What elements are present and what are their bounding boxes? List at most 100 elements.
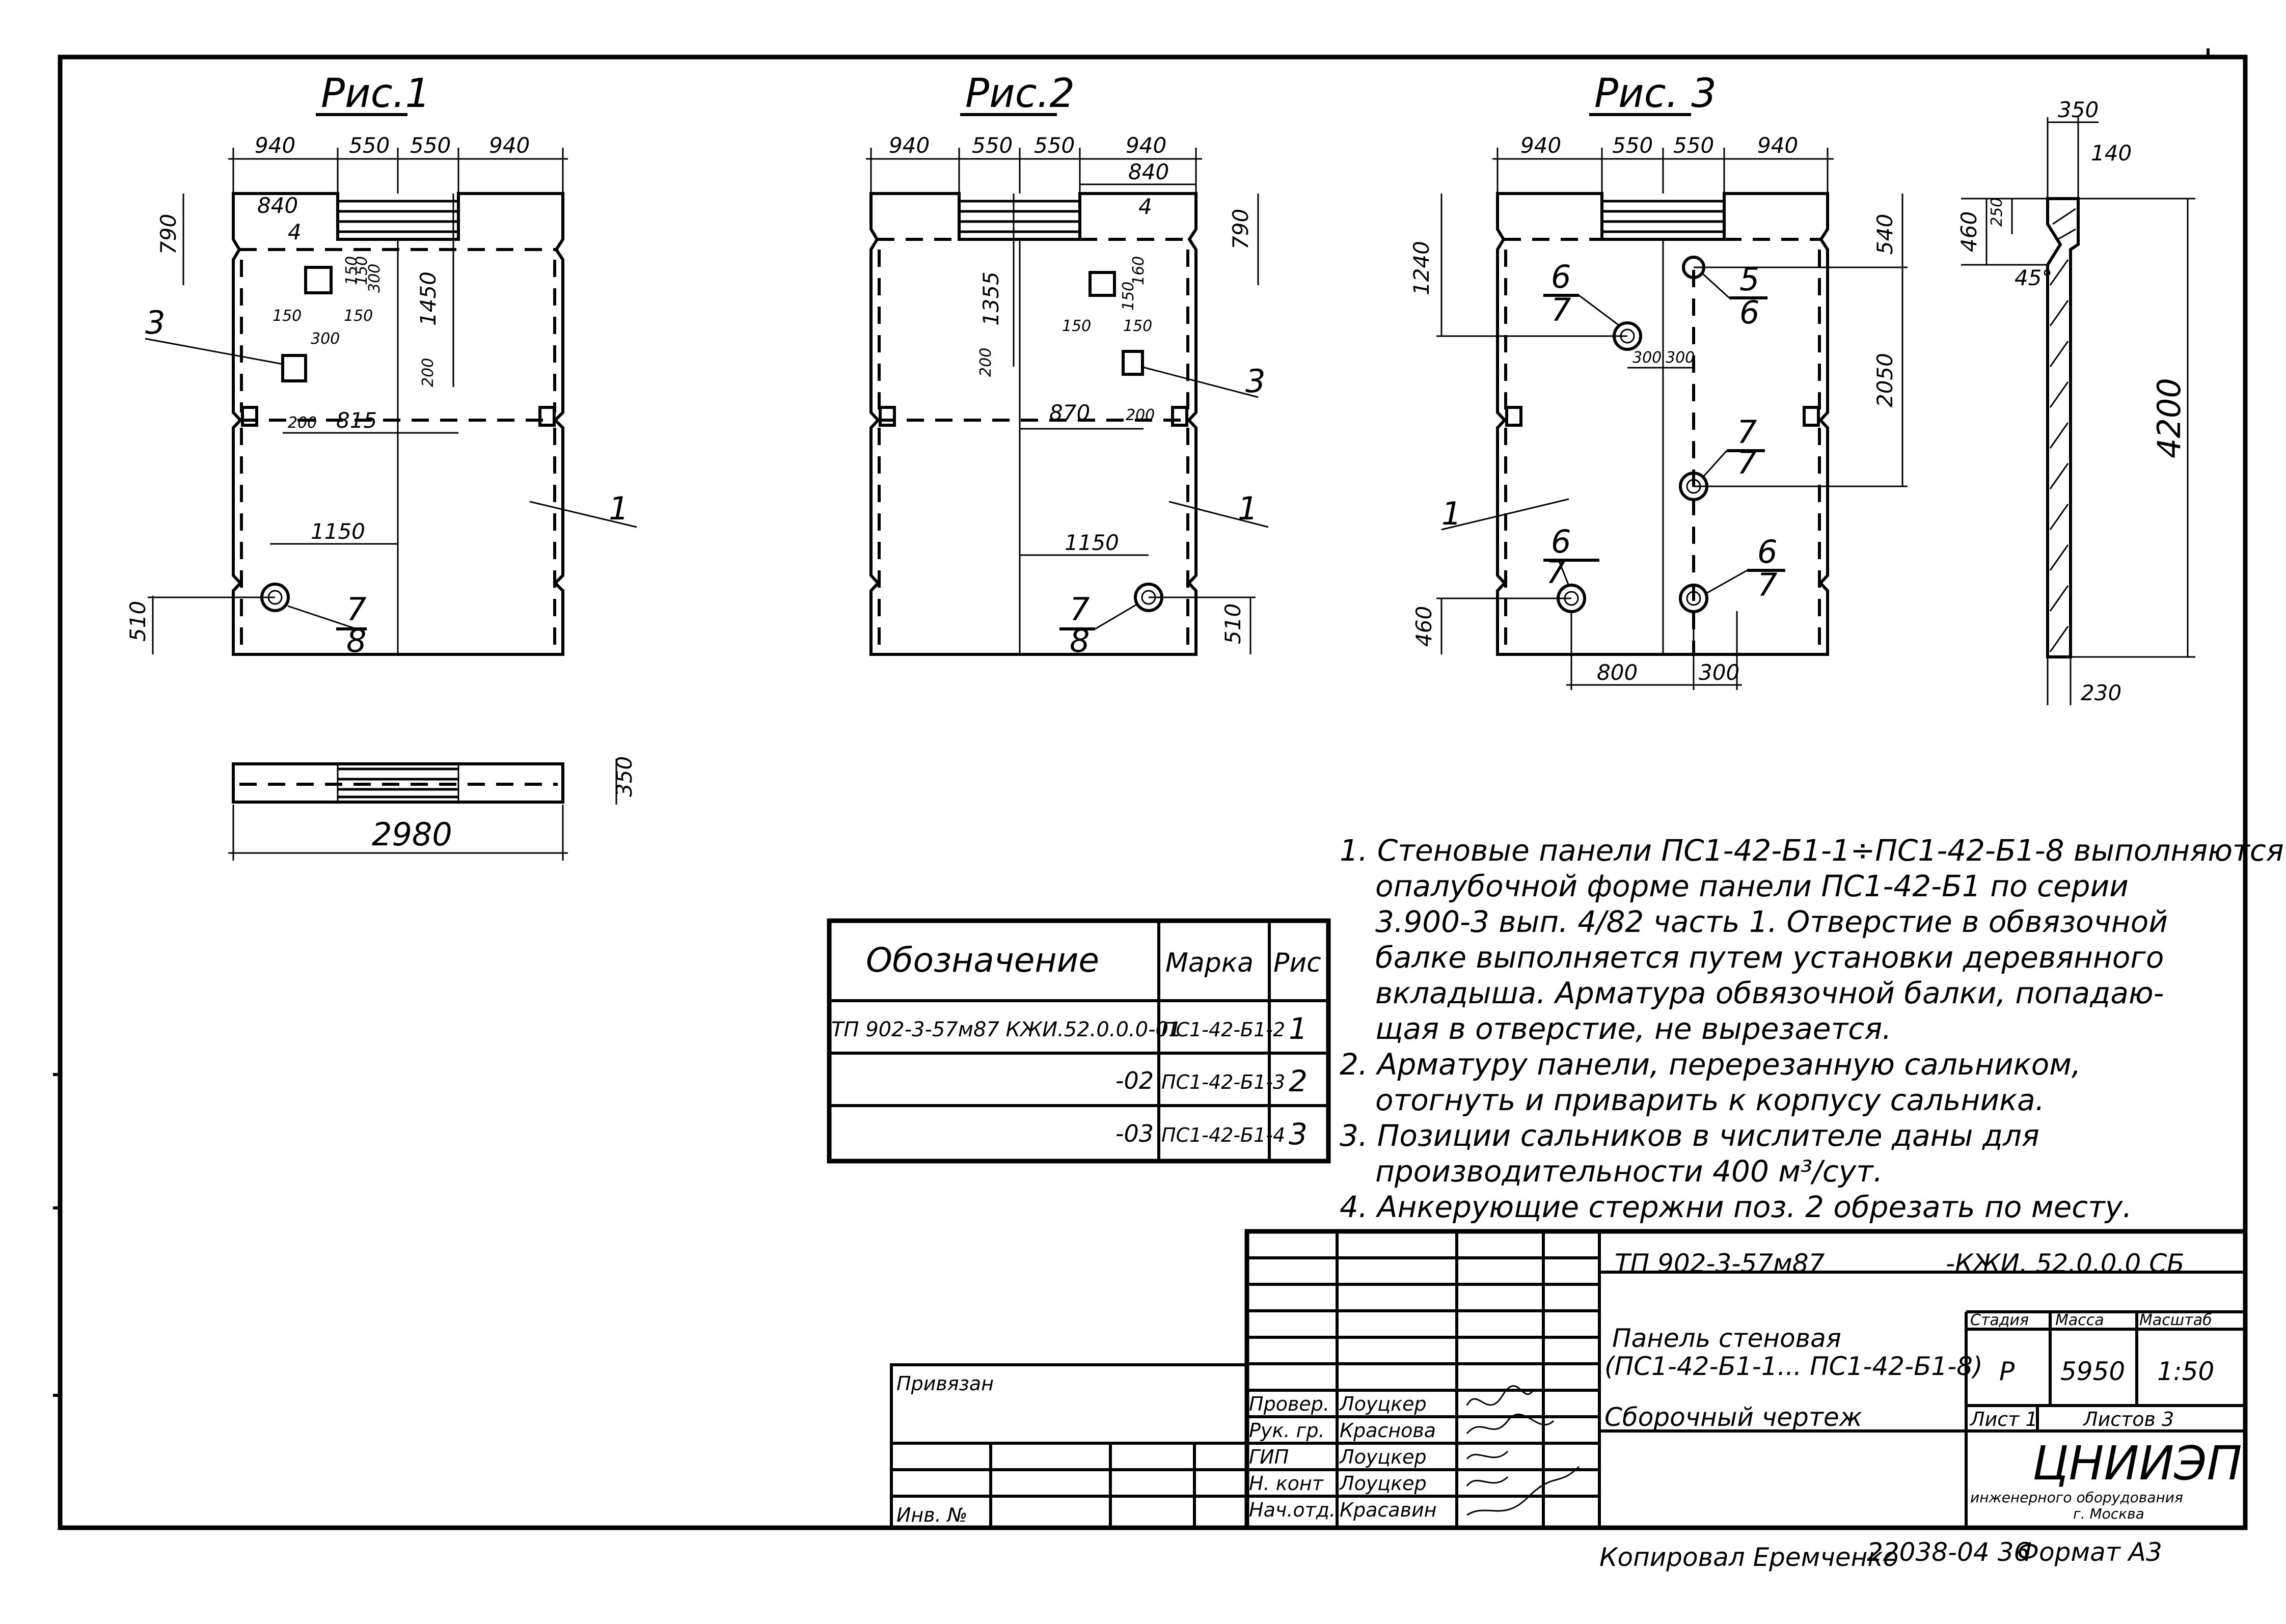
section-outline (2046, 197, 2080, 658)
tb-stage-label: Стадия (1970, 1311, 2029, 1329)
note-line-6: щая в отверстие, не вырезается. (1375, 1011, 1892, 1046)
tb-org-line2: инженерного оборудования (1970, 1489, 2183, 1506)
fig1-plan-width: 2980 (372, 816, 452, 853)
fig3-callout-1-num: 6 (1551, 258, 1571, 295)
sheet-frame (58, 54, 2248, 1530)
note-line-7: 2. Арматуру панели, перерезанную сальник… (1340, 1047, 2081, 1082)
fig2-top-dim-2: 550 (972, 133, 1013, 158)
fig1-plan-view (232, 762, 564, 804)
fig3-dim-300a: 300 (1632, 349, 1662, 367)
section-dim-250: 250 (1988, 198, 2006, 227)
fig2-dim-4: 4 (1138, 194, 1152, 219)
sig-name-4: Лоуцкер (1339, 1472, 1427, 1495)
fig3-dim-300b: 300 (1666, 349, 1695, 367)
fig2-top-dim-3: 550 (1034, 133, 1075, 158)
note-line-5: вкладыша. Арматура обвязочной балки, поп… (1375, 976, 2164, 1010)
fig1-top-dim-1: 940 (255, 133, 295, 158)
inv-label: Инв. № (896, 1504, 967, 1526)
tb-org-name: ЦНИИЭП (2032, 1436, 2242, 1491)
title-block: Привязан Инв. № Провер. Лоуцкер Рук. гр.… (890, 1229, 2248, 1530)
fig2-pos-3: 3 (1245, 363, 1265, 400)
fig2-top-dim-4: 940 (1126, 133, 1166, 158)
note-line-3: 3.900-3 вып. 4/82 часть 1. Отверстие в о… (1375, 904, 2168, 939)
fig3-dim-460: 460 (1411, 606, 1436, 647)
fig1-pos-3: 3 (145, 304, 165, 341)
fig3-callout-3-num: 7 (1737, 414, 1757, 451)
note-line-8: отогнуть и приварить к корпусу сальника. (1375, 1083, 2045, 1117)
privyazan-label: Привязан (896, 1372, 994, 1395)
fig3-dim-2050: 2050 (1872, 353, 1897, 407)
tb-stage: Р (1999, 1357, 2015, 1386)
sig-role-3: ГИП (1249, 1446, 1289, 1468)
fig3-callout-4-den: 7 (1546, 554, 1566, 591)
fig2-dim-790: 790 (1228, 209, 1253, 250)
fig1-dim-200a: 200 (419, 358, 437, 387)
fig1-plan-height: 350 (612, 756, 637, 797)
footer-format: Формат А3 (2017, 1537, 2162, 1567)
spec-row-2-designation: -02 (1115, 1067, 1154, 1094)
fig1-dim-150a: 150 (273, 307, 302, 325)
spec-header-fig: Рис (1273, 948, 1321, 978)
tb-drawing-type: Сборочный чертеж (1604, 1402, 1862, 1432)
fig3-dim-300c: 300 (1699, 660, 1739, 685)
tb-doc-code: ТП 902-3-57м87 (1615, 1249, 1825, 1278)
fig2-dim-870: 870 (1049, 400, 1090, 425)
section-dim-4200: 4200 (2151, 378, 2188, 458)
spec-row-2-mark: ПС1-42-Б1-3 (1161, 1071, 1285, 1093)
fig1-dim-1150: 1150 (311, 519, 365, 544)
fig3-top-dim-1: 940 (1520, 133, 1561, 158)
tb-mass-label: Масса (2055, 1311, 2104, 1329)
fig2-callout-num: 7 (1070, 591, 1090, 628)
footer-order-no: 22038-04 36 (1867, 1537, 2030, 1567)
figure-1: Рис.1 940 550 550 940 840 (125, 71, 637, 861)
spec-row-1-mark: ПС1-42-Б1-2 (1161, 1019, 1285, 1041)
fig2-dim-150b: 150 (1123, 317, 1152, 335)
fig1-callout-den: 8 (346, 622, 366, 659)
fig2-dim-150a: 150 (1062, 317, 1091, 335)
section-dim-460: 460 (1956, 211, 1981, 252)
fig3-callout-1-den: 7 (1551, 291, 1571, 328)
note-line-4: балке выполняется путем установки деревя… (1375, 940, 2164, 975)
section-view: 350 140 460 250 45° 4200 230 (1956, 97, 2195, 705)
spec-row-1-designation: ТП 902-3-57м87 КЖИ.52.0.0.0-01 (831, 1018, 1181, 1041)
fig1-dim-150d: 150 (353, 256, 371, 285)
fig2-dim-840: 840 (1128, 159, 1169, 184)
fig3-callout-5-den: 7 (1757, 566, 1777, 603)
sig-name-1: Лоуцкер (1339, 1393, 1427, 1415)
spec-row-2-fig: 2 (1289, 1064, 1308, 1098)
fig1-dim-840: 840 (257, 193, 298, 218)
fig2-dim-1355: 1355 (978, 271, 1003, 326)
fig1-top-dim-3: 550 (410, 133, 451, 158)
fig1-dim-150c: 150 (343, 256, 361, 285)
tb-scale-label: Масштаб (2139, 1311, 2212, 1329)
tb-mass: 5950 (2060, 1357, 2125, 1386)
fig1-dim-300a: 300 (311, 330, 340, 348)
notes-block: 1. Стеновые панели ПС1-42-Б1-1÷ПС1-42-Б1… (1340, 833, 2286, 1224)
fig1-dim-200b: 200 (288, 414, 317, 432)
fig1-top-dim-2: 550 (349, 133, 390, 158)
footer: Копировал Еремченко 22038-04 36 Формат А… (1599, 1537, 2162, 1572)
note-line-11: 4. Анкерующие стержни поз. 2 обрезать по… (1340, 1190, 2132, 1224)
fig1-dim-300b: 300 (366, 264, 384, 293)
spec-row-3-fig: 3 (1289, 1117, 1308, 1151)
section-dim-350: 350 (2058, 97, 2099, 122)
figure-3-title: Рис. 3 (1594, 71, 1717, 117)
fig3-callout-2-den: 6 (1739, 294, 1759, 331)
tb-sheet: Лист 1 (1969, 1408, 2038, 1430)
spec-row-1-fig: 1 (1289, 1011, 1308, 1046)
fig2-dim-510: 510 (1220, 603, 1245, 644)
fig3-callout-3-den: 7 (1737, 444, 1757, 481)
fig1-callout-num: 7 (346, 591, 366, 628)
sig-role-2: Рук. гр. (1249, 1419, 1325, 1442)
fig3-top-dim-3: 550 (1673, 133, 1714, 158)
fig2-dim-200b: 200 (1126, 406, 1155, 424)
fig3-top-dim-2: 550 (1612, 133, 1653, 158)
section-dim-140: 140 (2091, 141, 2132, 166)
fig3-dim-1240: 1240 (1409, 241, 1434, 295)
fig2-top-dim-1: 940 (889, 133, 930, 158)
fig1-top-dim-4: 940 (489, 133, 530, 158)
footer-copied: Копировал Еремченко (1599, 1543, 1898, 1572)
fig3-dim-540: 540 (1872, 214, 1897, 255)
tb-doc-suffix: -КЖИ. 52.0.0.0 СБ (1946, 1249, 2184, 1278)
fig3-top-dim-4: 940 (1757, 133, 1798, 158)
